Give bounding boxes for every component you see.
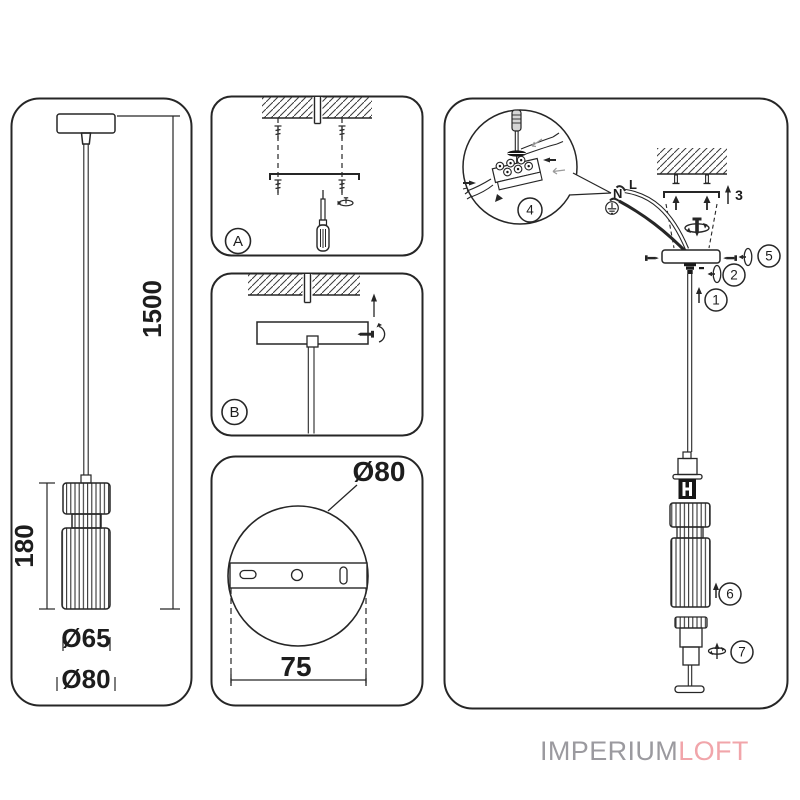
brand-logo: IMPERIUMLOFT <box>540 736 749 767</box>
panel-border <box>210 95 424 257</box>
live-label: L <box>629 177 637 192</box>
side-screw-icon <box>357 323 386 343</box>
step-1-arrow <box>696 287 702 303</box>
ceiling <box>657 148 727 175</box>
cord-grip <box>80 132 92 145</box>
lamp-socket <box>672 451 703 499</box>
insert-arrows <box>463 157 556 202</box>
spacing-dimension <box>230 588 367 686</box>
step-6-label: 6 <box>726 587 734 602</box>
rotate-screw-icon-5 <box>738 247 753 267</box>
screwdriver-icon <box>316 190 330 252</box>
screw-icon <box>338 179 346 193</box>
ceiling <box>262 97 372 125</box>
cord-grip <box>306 335 319 348</box>
canopy-side-screws <box>645 255 737 261</box>
ghost-arrows <box>531 138 566 175</box>
panel-border <box>210 272 424 437</box>
mounting-screws <box>274 125 346 193</box>
step-4-badge <box>517 197 543 223</box>
canopy-circle <box>227 505 369 647</box>
shade-neck <box>71 513 102 529</box>
canopy-view-diameter-label: Ø80 <box>353 456 406 487</box>
mount-spacing-label: 75 <box>280 651 311 682</box>
rotate-screw-icon-top <box>684 217 710 237</box>
canopy-diameter-label: Ø80 <box>61 664 110 694</box>
shade-body <box>61 527 111 610</box>
wiring-detail-bubble <box>462 109 612 225</box>
dimension-180-lines <box>39 482 55 610</box>
dimension-80-ticks <box>56 677 116 691</box>
canopy-side-view <box>56 113 116 134</box>
step-7-label: 7 <box>738 645 746 660</box>
screw-icon <box>274 125 282 139</box>
brand-name-secondary: LOFT <box>678 736 749 766</box>
step-3-label: 3 <box>735 187 743 203</box>
step-6-arrow <box>713 582 719 598</box>
step-1-badge <box>704 288 728 312</box>
rotate-bulb-icon <box>707 642 727 659</box>
step-5-label: 5 <box>765 249 773 264</box>
dimension-65-ticks <box>62 637 111 651</box>
step-2-label: 2 <box>730 268 738 283</box>
mounting-bracket <box>269 173 360 180</box>
neutral-label: N <box>613 186 622 201</box>
step-7-badge <box>730 640 754 664</box>
step-5-badge <box>757 244 781 268</box>
slot-vertical <box>339 566 348 585</box>
terminal-block <box>491 155 543 191</box>
bulb <box>674 616 708 694</box>
screw-icon <box>338 125 346 139</box>
mounting-bracket <box>663 191 720 198</box>
shade-height-label: 180 <box>10 524 39 567</box>
ceiling-screws <box>672 174 711 185</box>
step-1-label: 1 <box>712 293 720 308</box>
mounting-plate <box>229 562 368 589</box>
panel-border <box>210 455 424 707</box>
diameter-leader-line <box>327 484 358 512</box>
brand-name-primary: IMPERIUM <box>540 736 679 766</box>
cable-length-label: 1500 <box>137 280 167 338</box>
panel-border <box>443 97 789 710</box>
step-b-label: B <box>229 404 239 421</box>
step-a-label: A <box>233 233 243 250</box>
step-3-arrow <box>725 185 731 204</box>
panel-step-b: B <box>210 272 424 437</box>
panel-step-a: A <box>210 95 424 257</box>
drill-axis-lines <box>277 118 343 198</box>
step-2-badge <box>722 263 746 287</box>
cord-grip <box>684 263 704 274</box>
step-a-badge <box>224 227 252 255</box>
step-b-badge <box>221 398 248 426</box>
twist-screw-icon <box>337 197 354 207</box>
ceiling <box>248 274 360 304</box>
shade-diameter-label: Ø65 <box>61 623 110 653</box>
step-6-badge <box>718 582 742 606</box>
rotate-screw-icon-2 <box>707 264 722 284</box>
panel-product-dimensions: 1500 180 Ø65 Ø80 <box>10 97 193 707</box>
center-hole <box>290 568 304 582</box>
panel-border <box>10 97 193 707</box>
ground-symbol-icon <box>605 201 619 215</box>
shade <box>669 502 711 608</box>
screwdriver-icon <box>507 109 527 164</box>
lock-dash <box>699 267 704 270</box>
canopy <box>661 249 721 264</box>
supply-wires <box>462 132 564 200</box>
slot-horizontal <box>239 569 257 580</box>
panel-assembly: N L 3 4 1 2 5 6 7 <box>443 97 789 710</box>
step-4-label: 4 <box>526 203 534 218</box>
panel-canopy-view: Ø80 75 <box>210 455 424 707</box>
wire-live <box>618 199 692 258</box>
push-up-arrow <box>371 293 377 317</box>
shade-connector <box>80 474 92 484</box>
pendant-side-view <box>56 113 116 610</box>
dimension-1500-lines <box>117 115 180 610</box>
shade-top <box>62 482 111 515</box>
screw-icon <box>274 179 282 193</box>
bracket-screw-arrows <box>672 195 711 210</box>
